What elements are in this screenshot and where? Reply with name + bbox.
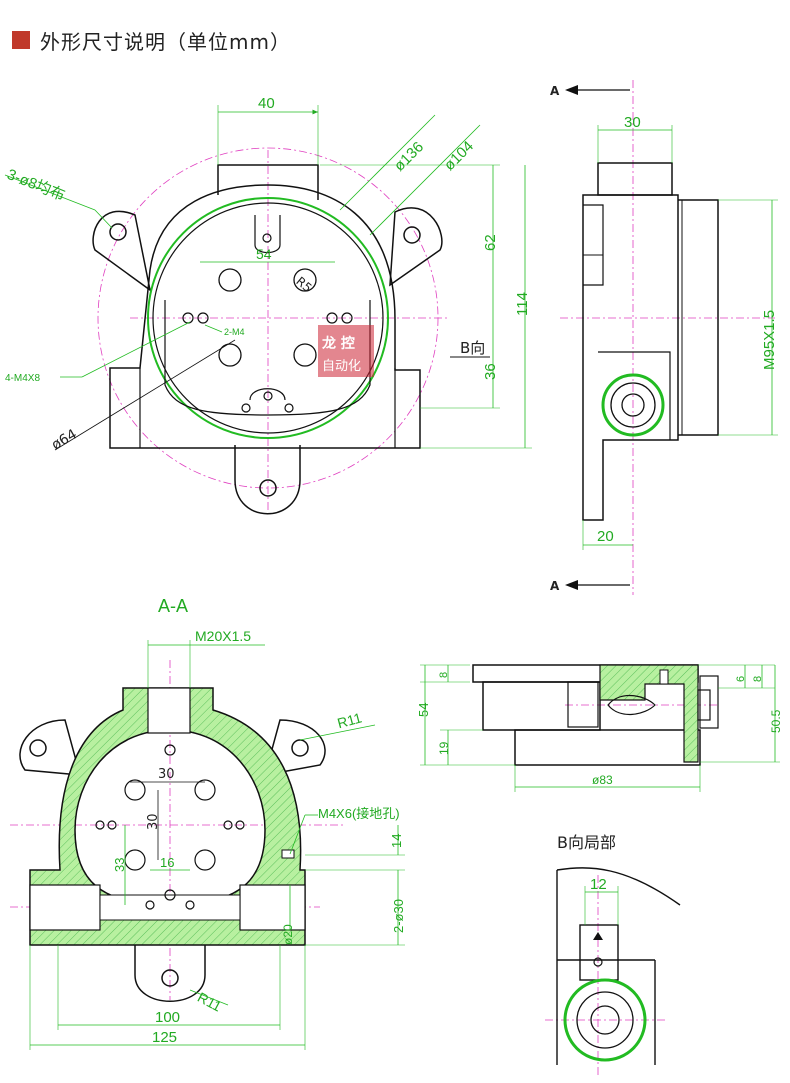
dim-19: 19: [437, 741, 451, 755]
dim-33: 33: [112, 858, 127, 872]
ground-hole-label: M4X6(接地孔): [318, 806, 400, 821]
diameter-136: ø136: [391, 139, 427, 175]
dim-54: 54: [256, 246, 272, 262]
dim-50-5: 50.5: [769, 709, 783, 733]
dim-125: 125: [152, 1029, 177, 1046]
dim-30-side: 30: [624, 114, 641, 131]
diameter-30-pair: 2-ø30: [391, 899, 406, 933]
dim-6: 6: [735, 676, 747, 682]
detail-b-title: B向局部: [557, 833, 616, 852]
dim-8-right: 8: [752, 676, 764, 682]
b-direction-label: B向: [460, 339, 485, 357]
diameter-104: ø104: [441, 138, 477, 174]
top-view: 40 54 62 114 36 ø136 ø104 3-ø8均布 4-M4X8 …: [5, 95, 532, 515]
dim-12: 12: [590, 876, 607, 893]
dim-40: 40: [258, 95, 275, 112]
bottom-side-view: 54 8 19 ø83 6 8 50.5: [416, 664, 783, 792]
diameter-83: ø83: [592, 773, 613, 787]
thread-m20: M20X1.5: [195, 628, 251, 644]
r11-top: R11: [335, 709, 363, 731]
dim-114: 114: [514, 292, 531, 316]
dim-100: 100: [155, 1009, 180, 1026]
diameter-64: ø64: [49, 426, 80, 453]
dim-36: 36: [482, 363, 499, 380]
watermark-line1: 龙 控: [321, 335, 355, 352]
section-aa-title: A-A: [158, 596, 188, 616]
section-aa: A-A M20X1.5 R11: [10, 596, 406, 1050]
dim-20-side: 20: [597, 528, 614, 545]
r11-bottom: R11: [195, 989, 224, 1015]
m4-label: 2-M4: [224, 327, 245, 337]
thread-m95: M95X1.5: [761, 310, 778, 370]
page-title: 外形尺寸说明（单位mm）: [40, 29, 291, 54]
dim-8-top: 8: [438, 672, 450, 678]
holes-label: 3-ø8均布: [5, 166, 68, 205]
page-header: 外形尺寸说明（单位mm）: [12, 26, 291, 54]
dim-30-horizontal: 30: [158, 767, 175, 782]
dim-62: 62: [482, 234, 499, 251]
m4x8-label: 4-M4X8: [5, 373, 40, 384]
dim-54-side: 54: [416, 703, 431, 717]
diameter-20: ø20: [281, 924, 295, 945]
watermark-line2: 自动化: [322, 359, 361, 374]
detail-b: B向局部 12: [545, 833, 681, 1075]
watermark: 龙 控 自动化: [318, 325, 374, 377]
dim-30-vertical: 30: [146, 813, 161, 830]
r5-label: R5: [293, 274, 314, 295]
arrow-a-top: A: [550, 84, 560, 98]
dim-14: 14: [389, 834, 404, 848]
side-view: A A 30 20 M95X1.5: [550, 80, 778, 595]
arrow-a-bottom: A: [550, 579, 560, 593]
header-square-icon: [12, 31, 30, 49]
dim-16: 16: [160, 855, 174, 870]
